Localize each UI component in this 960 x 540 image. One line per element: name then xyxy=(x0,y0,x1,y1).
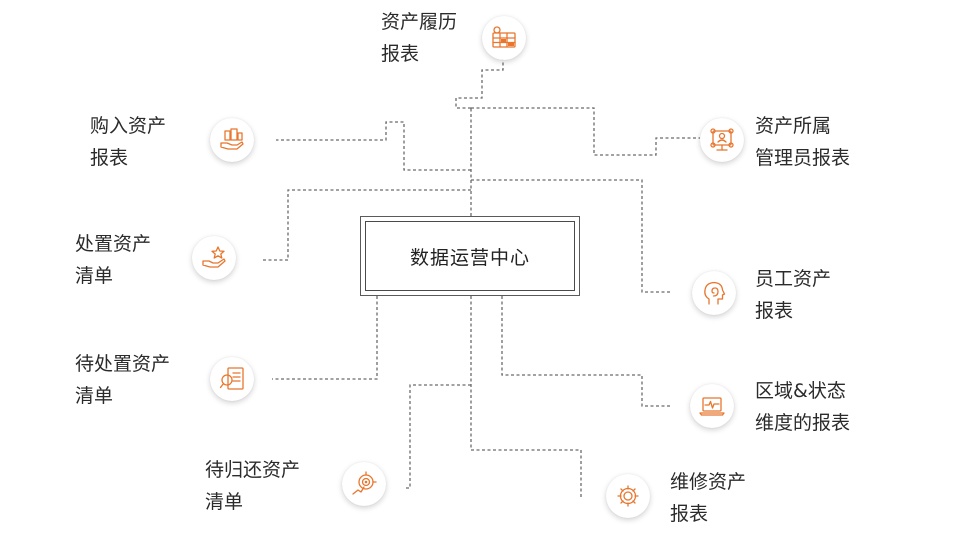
connector-repair xyxy=(471,449,582,497)
connector-purchase xyxy=(276,121,471,171)
hand-buildings-icon xyxy=(210,118,254,162)
laptop-pulse-icon xyxy=(690,384,734,428)
node-repair-label[interactable]: 维修资产 报表 xyxy=(670,471,747,525)
node-manager-label[interactable]: 资产所属 管理员报表 xyxy=(755,115,851,169)
node-region-label[interactable]: 区域&状态 维度的报表 xyxy=(755,380,851,434)
calendar-grid-icon xyxy=(482,16,526,60)
connector-disposal xyxy=(262,189,471,261)
node-disposal-label[interactable]: 处置资产 清单 xyxy=(75,233,152,287)
connector-return xyxy=(404,384,471,489)
connector-history xyxy=(455,58,504,109)
node-return-label[interactable]: 待归还资产 清单 xyxy=(205,459,301,513)
connector-manager xyxy=(471,107,700,156)
hand-star-icon xyxy=(192,236,236,280)
connector-pending xyxy=(272,296,378,380)
user-network-icon xyxy=(700,118,744,162)
target-growth-icon xyxy=(342,462,386,506)
center-label: 数据运营中心 xyxy=(365,221,575,291)
node-pending-label[interactable]: 待处置资产 清单 xyxy=(75,353,171,407)
connector-region xyxy=(501,296,670,407)
node-history-label[interactable]: 资产履历 报表 xyxy=(381,11,458,65)
connector-employee xyxy=(471,179,672,293)
data-operations-center[interactable]: 数据运营中心 xyxy=(360,216,580,296)
document-search-icon xyxy=(210,357,254,401)
head-spiral-icon xyxy=(692,271,736,315)
node-purchase-label[interactable]: 购入资产 报表 xyxy=(90,115,167,169)
node-employee-label[interactable]: 员工资产 报表 xyxy=(755,268,832,322)
gear-wrench-icon xyxy=(606,474,650,518)
